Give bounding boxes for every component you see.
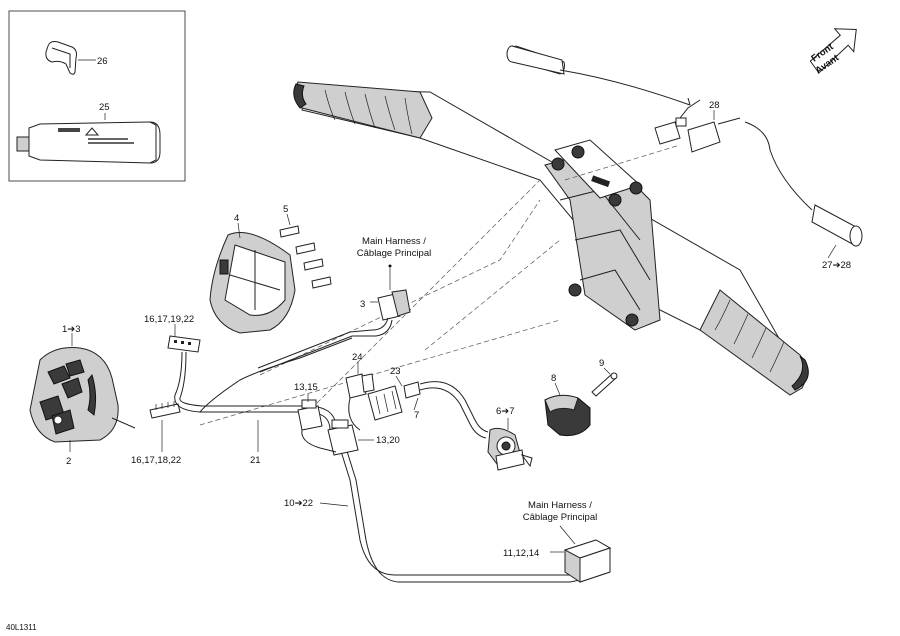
label-2: 2 [66, 456, 71, 467]
harness-bottom-line1: Main Harness / [528, 500, 592, 511]
label-16-17-19-22: 16,17,19,22 [144, 314, 194, 325]
part-21-harness [174, 337, 591, 583]
label-9: 9 [599, 358, 604, 369]
label-4: 4 [234, 213, 239, 224]
front-arrow [809, 28, 857, 74]
label-8: 8 [551, 373, 556, 384]
label-24: 24 [352, 352, 363, 363]
harness-top-line1: Main Harness / [362, 236, 426, 247]
part-9-pin [591, 367, 618, 397]
label-25: 25 [99, 102, 110, 113]
part-25-dielectric-tube [16, 113, 161, 164]
part-4-housing [209, 222, 296, 334]
handlebar-assembly [293, 81, 809, 396]
label-6-7: 6➔7 [496, 406, 515, 417]
leader-10-22 [319, 502, 349, 507]
label-28: 28 [709, 100, 720, 111]
label-11-12-14: 11,12,14 [503, 548, 539, 559]
grip-heater-left [506, 45, 691, 106]
label-13-20: 13,20 [376, 435, 400, 446]
grip-heater-right [744, 121, 863, 247]
part-6-switch [487, 418, 533, 471]
label-21: 21 [250, 455, 261, 466]
part-11-module [550, 525, 612, 583]
label-26: 26 [97, 56, 108, 67]
part-24-connector [345, 362, 375, 431]
harness-bottom-line2: Câblage Principal [523, 512, 597, 523]
leader-27-28 [827, 244, 837, 259]
harness-top-line2: Câblage Principal [357, 248, 431, 259]
reference-code: 40L1311 [6, 623, 37, 632]
part-13-connectors [297, 394, 374, 456]
part-8-knob [544, 382, 591, 436]
label-13-15: 13,15 [294, 382, 318, 393]
label-7: 7 [414, 410, 419, 421]
label-5: 5 [283, 204, 288, 215]
dashed-guides [199, 144, 681, 426]
label-16-17-18-22: 16,17,18,22 [131, 455, 181, 466]
part-3-connector [257, 264, 411, 373]
part-5-screws [279, 213, 332, 289]
part-23-connector [367, 375, 489, 439]
part-1-switch-housing [29, 333, 136, 452]
part-26-clip [45, 41, 96, 75]
label-23: 23 [390, 366, 401, 377]
inset-box [8, 10, 186, 182]
label-3: 3 [360, 299, 365, 310]
label-27-28: 27➔28 [822, 260, 851, 271]
label-10-22: 10➔22 [284, 498, 313, 509]
part-28-connectors [654, 99, 741, 153]
label-1-3: 1➔3 [62, 324, 81, 335]
part-16-connectors [149, 324, 201, 452]
